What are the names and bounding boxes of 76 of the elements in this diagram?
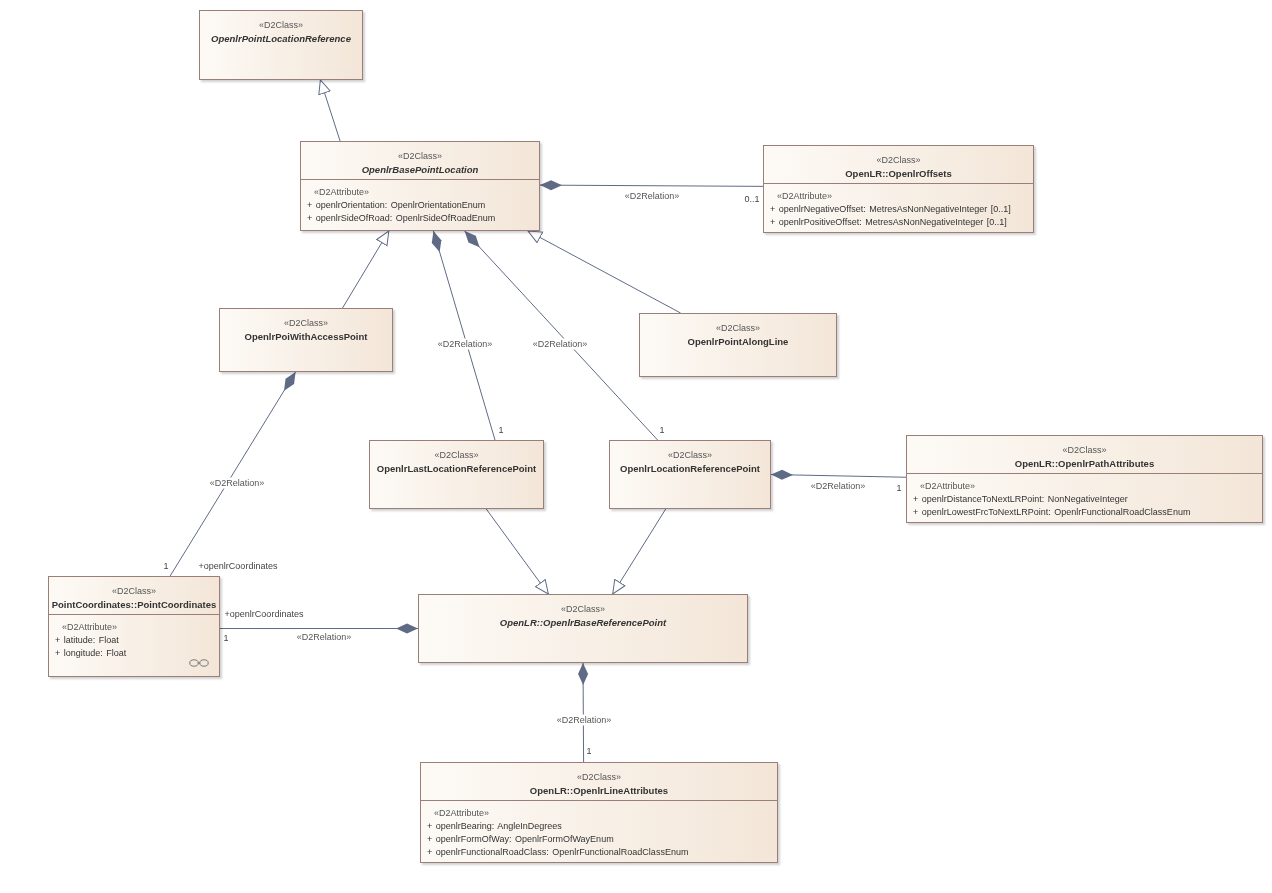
multiplicity-label: 1 xyxy=(223,632,229,644)
class-box xyxy=(609,440,771,509)
generalization-arrow xyxy=(612,508,667,595)
stereotype-label: «D2Class» xyxy=(1062,444,1107,457)
class-box xyxy=(219,308,393,372)
attribute-text: + openlrBearing: AngleInDegrees xyxy=(427,820,562,833)
stereotype-label: «D2Attribute» xyxy=(777,190,833,203)
attribute-text: + openlrSideOfRoad: OpenlrSideOfRoadEnum xyxy=(307,212,496,225)
stereotype-label: «D2Class» xyxy=(259,19,303,32)
edge-label: «D2Relation» xyxy=(531,338,589,350)
attribute-text: + openlrOrientation: OpenlrOrientationEnum xyxy=(307,199,486,212)
class-name: PointCoordinates::PointCoordinates xyxy=(51,598,217,612)
class-name: OpenlrPoiWithAccessPoint xyxy=(244,330,368,344)
edge-label: «D2Relation» xyxy=(623,190,681,202)
composition-line xyxy=(578,662,589,763)
multiplicity-label: 1 xyxy=(896,482,902,494)
class-box xyxy=(763,145,1034,233)
stereotype-label: «D2Attribute» xyxy=(434,807,490,820)
stereotype-label: «D2Attribute» xyxy=(62,621,118,634)
composition-line xyxy=(464,230,659,441)
multiplicity-label: +openlrCoordinates xyxy=(198,560,278,572)
attribute-text: + openlrLowestFrcToNextLRPoint: OpenlrFunctionalRoadClassEnum xyxy=(913,506,1191,519)
multiplicity-label: 1 xyxy=(163,560,169,572)
attribute-text: + longitude: Float xyxy=(55,647,127,660)
class-box xyxy=(420,762,778,863)
generalization-arrow xyxy=(527,230,682,314)
generalization-arrow xyxy=(342,230,390,309)
class-name: OpenLR::OpenlrBaseReferencePoint xyxy=(499,616,667,630)
class-name: OpenlrPointAlongLine xyxy=(687,335,789,349)
edge-label: «D2Relation» xyxy=(436,338,494,350)
edge-label: «D2Relation» xyxy=(208,477,266,489)
composition-line xyxy=(431,230,496,441)
class-box xyxy=(300,141,540,231)
stereotype-label: «D2Class» xyxy=(398,150,442,163)
class-box xyxy=(418,594,748,663)
stereotype-label: «D2Class» xyxy=(284,317,328,330)
composition-line xyxy=(539,180,764,191)
class-name: OpenlrBasePointLocation xyxy=(361,163,479,177)
stereotype-label: «D2Class» xyxy=(577,771,621,784)
class-box xyxy=(48,576,220,677)
edge-label: «D2Relation» xyxy=(555,714,613,726)
class-name: OpenlrPointLocationReference xyxy=(211,32,351,46)
attribute-text: + openlrFunctionalRoadClass: OpenlrFunctionalRoadClassEnum xyxy=(427,846,689,859)
class-name: OpenLR::OpenlrLineAttributes xyxy=(529,784,669,798)
class-box xyxy=(199,10,363,80)
generalization-arrow xyxy=(318,79,341,142)
stereotype-label: «D2Class» xyxy=(716,322,760,335)
multiplicity-label: 1 xyxy=(659,424,665,436)
attribute-text: + latitude: Float xyxy=(55,634,119,647)
attribute-text: + openlrFormOfWay: OpenlrFormOfWayEnum xyxy=(427,833,614,846)
multiplicity-label: 1 xyxy=(586,745,592,757)
stereotype-label: «D2Class» xyxy=(434,449,479,462)
stereotype-label: «D2Attribute» xyxy=(314,186,370,199)
attribute-text: + openlrNegativeOffset: MetresAsNonNegativeInteger [0..1] xyxy=(770,203,1011,216)
composition-line xyxy=(219,623,419,634)
class-name: OpenlrLocationReferencePoint xyxy=(620,462,760,476)
generalization-arrow xyxy=(485,508,549,595)
class-name: OpenLR::OpenlrOffsets xyxy=(845,167,952,181)
class-box xyxy=(906,435,1263,523)
stereotype-label: «D2Class» xyxy=(561,603,605,616)
class-box xyxy=(369,440,544,509)
attribute-text: + openlrPositiveOffset: MetresAsNonNegativeInteger [0..1] xyxy=(770,216,1007,229)
multiplicity-label: 1 xyxy=(498,424,504,436)
class-box xyxy=(639,313,837,377)
stereotype-label: «D2Class» xyxy=(876,154,921,167)
stereotype-label: «D2Attribute» xyxy=(920,480,976,493)
composition-line xyxy=(770,469,907,480)
multiplicity-label: 0..1 xyxy=(744,193,760,205)
attribute-text: + openlrDistanceToNextLRPoint: NonNegativeInteger xyxy=(913,493,1128,506)
class-name: OpenlrLastLocationReferencePoint xyxy=(376,462,537,476)
class-name: OpenLR::OpenlrPathAttributes xyxy=(1014,457,1155,471)
edge-label: «D2Relation» xyxy=(809,480,867,492)
composition-line xyxy=(169,371,297,577)
edge-label: «D2Relation» xyxy=(295,631,353,643)
stereotype-label: «D2Class» xyxy=(668,449,712,462)
stereotype-label: «D2Class» xyxy=(112,585,156,598)
